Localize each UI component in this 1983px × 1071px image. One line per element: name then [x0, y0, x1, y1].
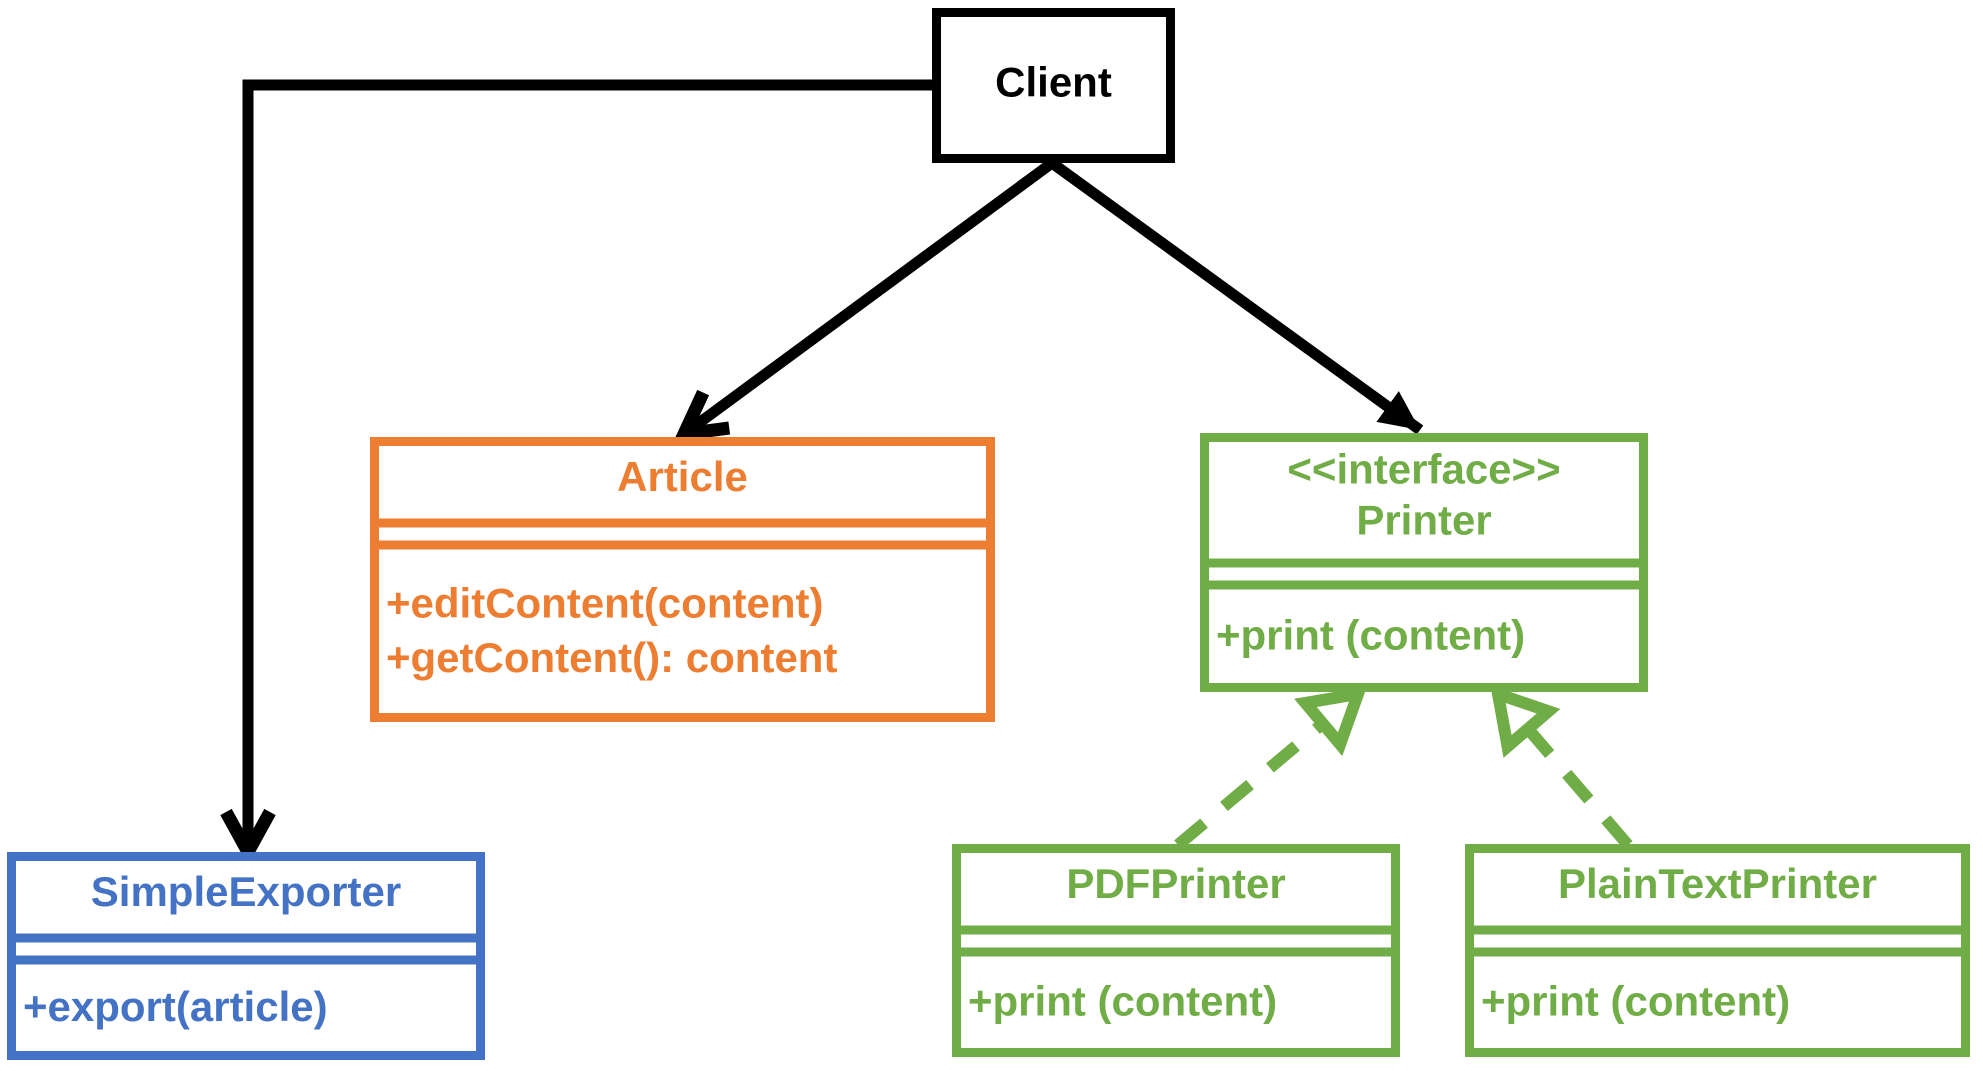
class-method: +editContent(content) [386, 579, 823, 626]
arrowhead-solid [1376, 391, 1420, 430]
class-method: +getContent(): content [386, 634, 837, 681]
class-box-border [370, 437, 995, 722]
uml-class-plaintext-printer[interactable]: PlainTextPrinter +print (content) [1465, 844, 1970, 1057]
class-name: Client [995, 59, 1112, 106]
class-name: PlainTextPrinter [1558, 860, 1877, 907]
edge-plaintextprinter-realizes-printer [1490, 685, 1633, 849]
edge-client-to-printer [1048, 158, 1424, 435]
class-name: PDFPrinter [1066, 860, 1285, 907]
edge-line [242, 79, 932, 852]
class-name: SimpleExporter [91, 868, 401, 915]
class-method: +export(article) [23, 983, 328, 1030]
uml-class-printer[interactable]: <<interface>> Printer +print (content) [1200, 433, 1648, 692]
class-method: +print (content) [1481, 978, 1790, 1025]
arrowhead-hollow-triangle [1490, 685, 1561, 758]
class-box-border [932, 8, 1175, 163]
uml-class-pdf-printer[interactable]: PDFPrinter +print (content) [952, 844, 1400, 1057]
class-method: +print (content) [968, 978, 1277, 1025]
class-name: Article [617, 453, 748, 500]
class-stereotype: <<interface>> [1287, 445, 1560, 492]
uml-class-simple-exporter[interactable]: SimpleExporter +export(article) [7, 852, 485, 1060]
edges-layer [220, 79, 1633, 866]
uml-class-article[interactable]: Article +editContent(content) +getContent(… [370, 437, 995, 722]
edge-line [680, 158, 1056, 439]
edge-line [1520, 721, 1633, 849]
uml-class-client[interactable]: Client [932, 8, 1175, 163]
edge-line [1048, 158, 1424, 435]
arrowhead-hollow-triangle [1294, 686, 1368, 757]
arrowhead-open [673, 389, 731, 442]
edge-line [1174, 716, 1330, 850]
edge-pdfprinter-realizes-printer [1174, 686, 1368, 850]
edge-client-to-article [673, 158, 1056, 442]
class-method: +print (content) [1216, 612, 1525, 659]
class-name: Printer [1356, 497, 1491, 544]
